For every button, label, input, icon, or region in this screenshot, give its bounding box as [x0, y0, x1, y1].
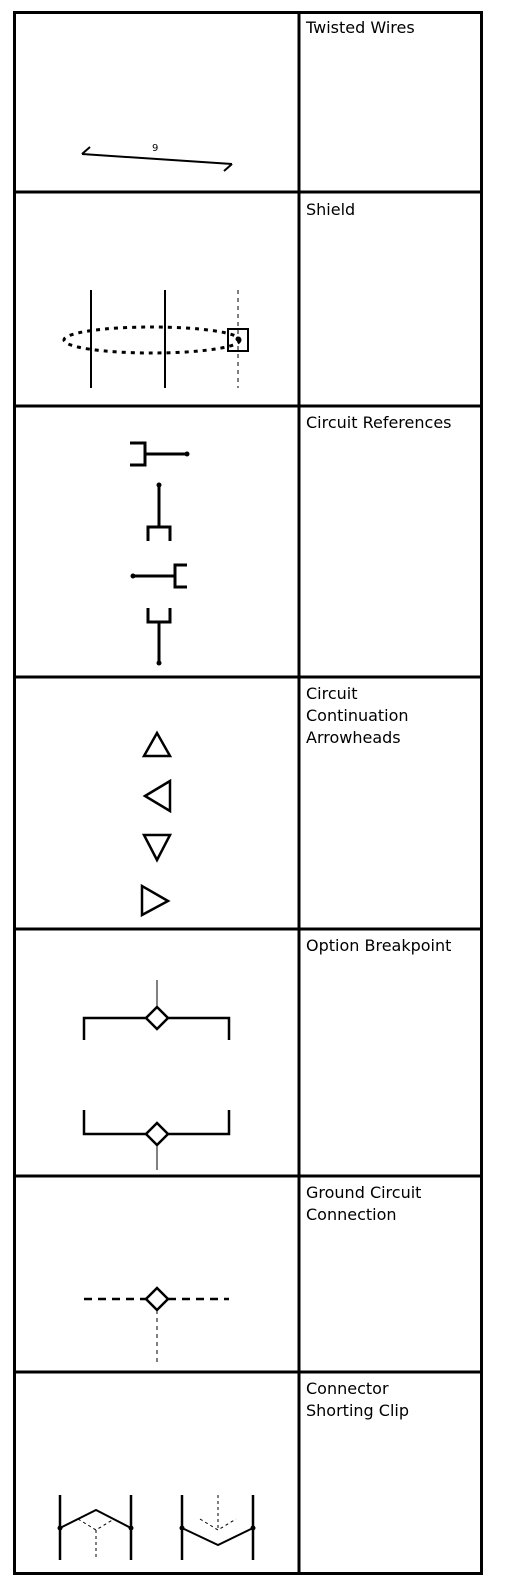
arrowheads-symbol [140, 730, 173, 918]
label-connector-shorting-clip: Connector Shorting Clip [306, 1379, 409, 1420]
label-circuit-continuation-arrowheads: Circuit Continuation Arrowheads [306, 684, 409, 747]
label-option-breakpoint: Option Breakpoint [306, 936, 452, 955]
label-circuit-references: Circuit References [306, 413, 452, 432]
option-breakpoint-symbol [82, 980, 231, 1170]
arrowhead-right-icon [140, 883, 171, 918]
arrowhead-up-icon [141, 730, 173, 758]
arrowhead-down-icon [141, 833, 173, 863]
circuit-references-symbol [130, 441, 190, 666]
table-border [13, 11, 483, 1575]
label-ground-circuit-connection: Ground Circuit Connection [306, 1183, 422, 1224]
twisted-wires-count: 9 [152, 143, 158, 154]
label-twisted-wires: Twisted Wires [306, 18, 415, 37]
connector-shorting-clip-symbol [57, 1495, 256, 1560]
label-shield: Shield [306, 200, 356, 219]
ground-circuit-connection-symbol [84, 1286, 229, 1366]
arrowhead-left-icon [142, 778, 172, 814]
twisted-wires-symbol: 9 [81, 143, 233, 172]
shield-symbol [62, 290, 249, 388]
